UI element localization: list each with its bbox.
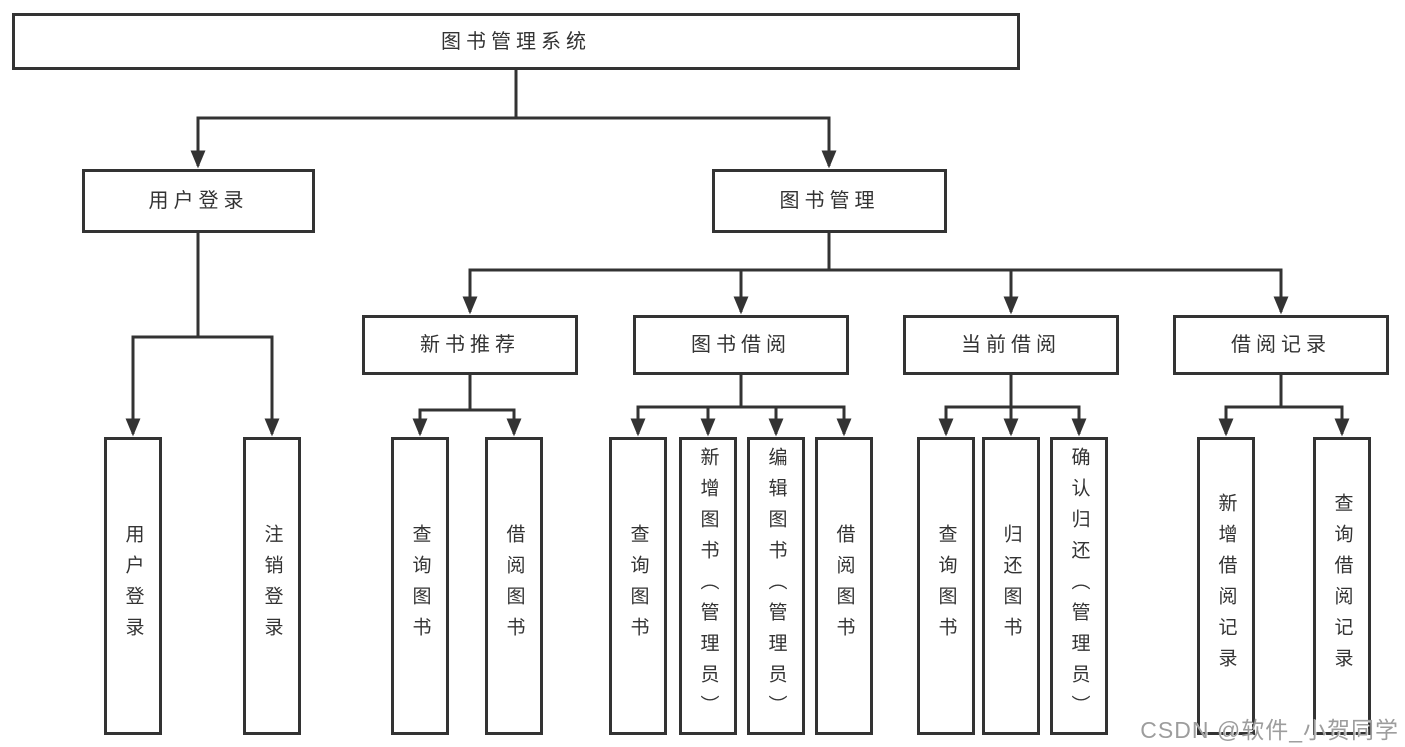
- leaf-query-books-1: 查询图书: [391, 437, 449, 735]
- leaf-logout: 注销登录: [243, 437, 301, 735]
- leaf-return-books-label: 归还图书: [1000, 524, 1022, 648]
- node-user-login: 用户登录: [82, 169, 315, 233]
- connector-borrow-records-branch: [1218, 375, 1350, 437]
- leaf-add-borrow-record-label: 新增借阅记录: [1215, 493, 1237, 679]
- leaf-edit-books-admin-label: 编辑图书（管理员）: [765, 446, 787, 726]
- connector-root-branch: [190, 70, 837, 169]
- leaf-borrow-books-2-label: 借阅图书: [833, 524, 855, 648]
- leaf-query-books-2: 查询图书: [609, 437, 667, 735]
- node-new-books: 新书推荐: [362, 315, 578, 375]
- node-book-management-label: 图书管理: [779, 190, 880, 212]
- leaf-borrow-books-2: 借阅图书: [815, 437, 873, 735]
- leaf-user-login: 用户登录: [104, 437, 162, 735]
- node-root: 图书管理系统: [12, 13, 1020, 70]
- connector-current-borrow-branch: [938, 375, 1087, 437]
- leaf-return-books: 归还图书: [982, 437, 1040, 735]
- node-book-management: 图书管理: [712, 169, 947, 233]
- leaf-user-login-label: 用户登录: [122, 524, 144, 648]
- connector-book-management-branch: [462, 233, 1289, 315]
- leaf-query-books-3: 查询图书: [917, 437, 975, 735]
- node-book-borrow: 图书借阅: [633, 315, 849, 375]
- leaf-query-borrow-record: 查询借阅记录: [1313, 437, 1371, 735]
- connector-new-books-branch: [412, 375, 522, 437]
- leaf-add-borrow-record: 新增借阅记录: [1197, 437, 1255, 735]
- leaf-query-books-2-label: 查询图书: [627, 524, 649, 648]
- leaf-logout-label: 注销登录: [261, 524, 283, 648]
- watermark: CSDN @软件_小贺同学: [1140, 717, 1399, 743]
- node-new-books-label: 新书推荐: [420, 334, 520, 356]
- node-book-borrow-label: 图书借阅: [691, 334, 791, 356]
- node-root-label: 图书管理系统: [441, 30, 591, 53]
- connector-user-login-branch: [125, 233, 280, 437]
- node-user-login-label: 用户登录: [148, 190, 249, 212]
- leaf-query-borrow-record-label: 查询借阅记录: [1331, 493, 1353, 679]
- node-current-borrow: 当前借阅: [903, 315, 1119, 375]
- node-borrow-records-label: 借阅记录: [1231, 334, 1331, 356]
- leaf-borrow-books-1-label: 借阅图书: [503, 524, 525, 648]
- leaf-borrow-books-1: 借阅图书: [485, 437, 543, 735]
- leaf-query-books-3-label: 查询图书: [935, 524, 957, 648]
- node-current-borrow-label: 当前借阅: [961, 334, 1061, 356]
- leaf-add-books-admin-label: 新增图书（管理员）: [697, 446, 719, 726]
- leaf-add-books-admin: 新增图书（管理员）: [679, 437, 737, 735]
- connector-book-borrow-branch: [630, 375, 852, 437]
- node-borrow-records: 借阅记录: [1173, 315, 1389, 375]
- leaf-confirm-return-admin: 确认归还（管理员）: [1050, 437, 1108, 735]
- leaf-query-books-1-label: 查询图书: [409, 524, 431, 648]
- leaf-edit-books-admin: 编辑图书（管理员）: [747, 437, 805, 735]
- leaf-confirm-return-admin-label: 确认归还（管理员）: [1068, 446, 1090, 726]
